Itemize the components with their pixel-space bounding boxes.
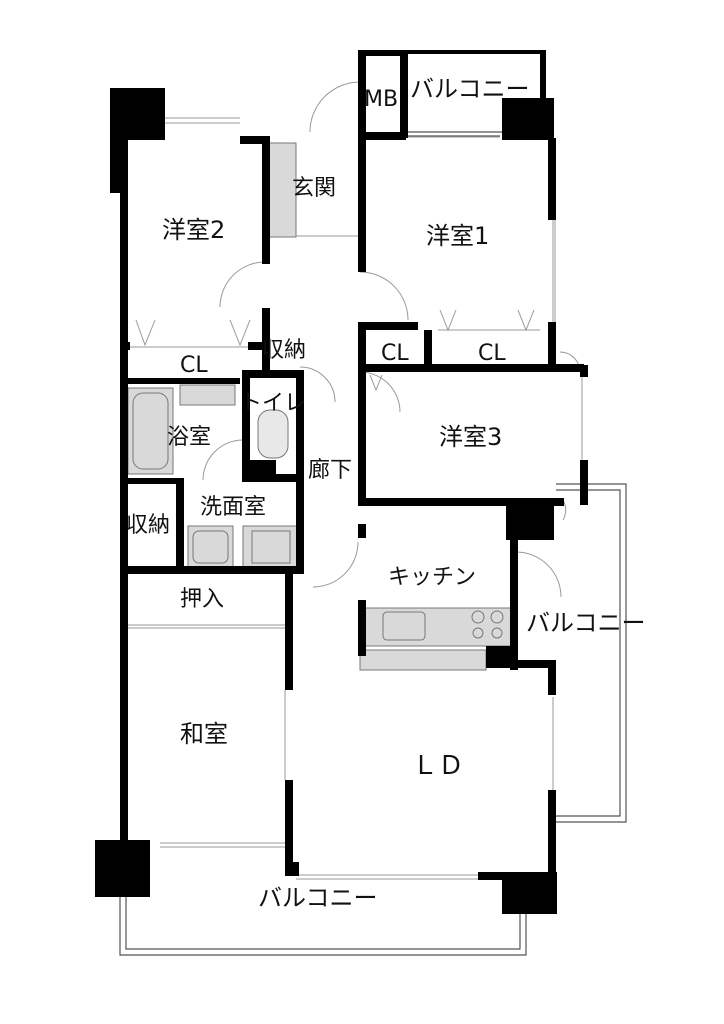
toilet-bowl [257, 409, 289, 459]
label-storage-left: 収納 [126, 513, 170, 538]
door-swings [135, 81, 581, 598]
label-closet-left: CL [180, 353, 208, 378]
bath-shelf [179, 384, 236, 406]
label-balcony-bottom: バルコニー [258, 884, 378, 912]
column-bottom-right [502, 872, 557, 914]
fixture-details [132, 392, 504, 641]
label-western-room-2: 洋室2 [162, 216, 225, 244]
label-living-dining: ＬＤ [412, 751, 464, 781]
label-balcony-right: バルコニー [526, 609, 646, 637]
label-washitsu: 和室 [180, 720, 228, 748]
label-entrance: 玄関 [292, 176, 336, 201]
column-kitchen [506, 502, 554, 540]
entrance-floor [267, 142, 297, 238]
label-closet-mid: CL [381, 341, 409, 366]
label-washroom: 洗面室 [200, 495, 266, 520]
room-labels: バルコニー MB 玄関 洋室2 洋室1 CL 収納 CL CL トイレ 浴室 廊… [126, 75, 646, 912]
kitchen-back-counter [359, 649, 487, 671]
label-kitchen: キッチン [388, 565, 476, 590]
label-toilet: トイレ [240, 391, 306, 416]
label-mb: MB [364, 87, 398, 112]
label-oshiire: 押入 [180, 587, 224, 612]
label-balcony-top: バルコニー [410, 75, 530, 103]
column-top-right [502, 98, 554, 140]
label-closet-right: CL [478, 341, 506, 366]
label-storage-top: 収納 [262, 338, 306, 363]
label-western-room-3: 洋室3 [439, 423, 502, 451]
label-western-room-1: 洋室1 [426, 222, 489, 250]
label-bath: 浴室 [167, 425, 211, 450]
thin-lines [126, 117, 583, 880]
label-hall: 廊下 [308, 458, 352, 483]
walls [95, 50, 588, 914]
